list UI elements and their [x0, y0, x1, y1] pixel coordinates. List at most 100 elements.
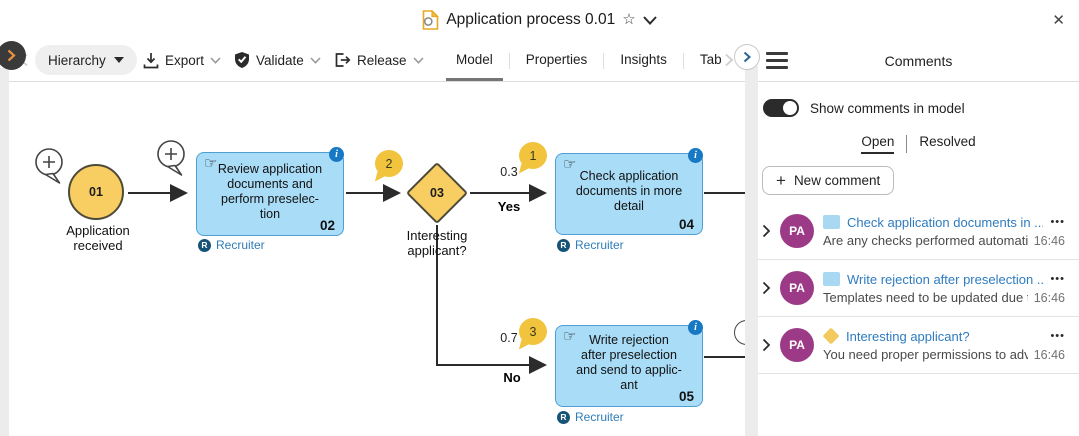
- role-badge-icon: R: [557, 238, 570, 252]
- task-02-review-application[interactable]: ☞ Review application documents and perfo…: [196, 147, 344, 236]
- gateway-label: Interesting applicant?: [406, 228, 468, 258]
- comment-preview: Templates need to be updated due to ...: [823, 289, 1028, 305]
- chevron-down-icon: [310, 56, 321, 64]
- chevron-down-icon: [412, 56, 424, 64]
- overflow-menu-icon[interactable]: •••: [1050, 330, 1065, 342]
- filter-tab-resolved[interactable]: Resolved: [919, 134, 976, 149]
- tab-clipped[interactable]: Tab: [699, 51, 722, 67]
- task-number: 02: [319, 218, 335, 233]
- comment-count-badge[interactable]: 2: [375, 150, 403, 177]
- edge-probability-yes: 0.3: [500, 165, 518, 179]
- tab-scroll-right-icon[interactable]: [724, 53, 734, 72]
- task-shape-icon: [823, 272, 840, 286]
- expand-chevron-icon[interactable]: [762, 224, 771, 238]
- filter-tab-open[interactable]: Open: [861, 134, 895, 154]
- title-chevron-down-icon[interactable]: [642, 15, 657, 25]
- expand-navigation-button[interactable]: [0, 41, 26, 70]
- tab-model[interactable]: Model: [446, 40, 503, 81]
- hierarchy-dropdown[interactable]: Hierarchy: [35, 45, 137, 75]
- manual-task-hand-icon: ☞: [204, 155, 218, 172]
- export-button[interactable]: Export: [143, 45, 221, 75]
- hierarchy-label: Hierarchy: [48, 52, 106, 68]
- left-collapsed-panel[interactable]: [0, 68, 9, 436]
- tab-separator: [603, 52, 605, 69]
- task-05-role: R Recruiter: [557, 410, 624, 424]
- edge-label-no: No: [503, 370, 521, 385]
- close-icon[interactable]: ✕: [1052, 12, 1065, 29]
- comment-timestamp: 16:46: [1033, 233, 1065, 248]
- task-number: 05: [678, 389, 694, 404]
- shield-check-icon: [234, 51, 250, 69]
- tab-insights[interactable]: Insights: [620, 51, 667, 67]
- comment-row[interactable]: PA Check application documents in ... ••…: [758, 203, 1079, 260]
- release-label: Release: [357, 52, 407, 68]
- edge-label-yes: Yes: [497, 199, 521, 214]
- comments-panel: Comments Show comments in model Open Res…: [758, 40, 1079, 436]
- tab-separator: [682, 52, 684, 69]
- comments-panel-title: Comments: [884, 52, 953, 69]
- title-bar: Application process 0.01 ☆ ✕: [0, 0, 1079, 40]
- info-icon[interactable]: i: [329, 147, 344, 162]
- start-event-number: 01: [89, 185, 103, 199]
- tab-properties[interactable]: Properties: [525, 51, 588, 67]
- add-comment-bubble-icon[interactable]: [32, 146, 68, 193]
- overflow-menu-icon[interactable]: •••: [1050, 273, 1065, 285]
- task-05-write-rejection[interactable]: ☞ Write rejection after preselection and…: [555, 320, 703, 407]
- add-comment-bubble-icon[interactable]: [154, 138, 190, 185]
- manual-task-hand-icon: ☞: [563, 156, 577, 173]
- export-label: Export: [165, 52, 205, 68]
- comments-header: Comments: [758, 40, 1079, 82]
- comment-preview: Are any checks performed automatical...: [823, 232, 1028, 248]
- comment-row[interactable]: PA Interesting applicant? ••• You need p…: [758, 317, 1079, 374]
- process-document-icon: [422, 10, 440, 30]
- filter-separator: [906, 135, 908, 153]
- release-arrow-icon: [334, 51, 351, 69]
- release-button[interactable]: Release: [334, 45, 424, 75]
- comment-row[interactable]: PA Write rejection after preselection ..…: [758, 260, 1079, 317]
- expand-chevron-icon[interactable]: [762, 281, 771, 295]
- avatar: PA: [780, 214, 814, 248]
- task-04-check-documents[interactable]: ☞ Check application documents in more de…: [555, 148, 703, 235]
- expand-chevron-icon[interactable]: [762, 338, 771, 352]
- info-icon[interactable]: i: [688, 320, 703, 335]
- new-comment-button[interactable]: + New comment: [762, 166, 895, 195]
- role-badge-icon: R: [198, 238, 211, 252]
- comment-timestamp: 16:46: [1033, 347, 1065, 362]
- plus-icon: +: [776, 171, 786, 190]
- favorite-star-icon[interactable]: ☆: [622, 11, 636, 28]
- role-badge-icon: R: [557, 410, 570, 424]
- validate-button[interactable]: Validate: [234, 45, 321, 75]
- show-comments-toggle-row: Show comments in model: [763, 99, 1079, 117]
- info-icon[interactable]: i: [688, 148, 703, 163]
- start-event-01[interactable]: 01: [68, 164, 124, 220]
- page-title: Application process 0.01: [446, 11, 616, 28]
- manual-task-hand-icon: ☞: [563, 328, 577, 345]
- comment-preview: You need proper permissions to advan...: [823, 346, 1028, 362]
- comment-title[interactable]: Interesting applicant?: [846, 328, 970, 344]
- chevron-down-icon: [210, 56, 221, 64]
- comment-title[interactable]: Check application documents in ...: [847, 214, 1044, 230]
- comment-timestamp: 16:46: [1033, 290, 1065, 305]
- title-group: Application process 0.01 ☆: [0, 0, 1079, 40]
- avatar: PA: [780, 271, 814, 305]
- task-02-role: R Recruiter: [198, 238, 265, 252]
- comment-filter-tabs: Open Resolved: [758, 134, 1079, 154]
- comment-title[interactable]: Write rejection after preselection ...: [847, 271, 1044, 287]
- download-icon: [143, 52, 159, 69]
- panel-divider[interactable]: [745, 66, 758, 436]
- caret-down-icon: [113, 57, 124, 63]
- menu-hamburger-icon[interactable]: [766, 52, 788, 69]
- show-comments-toggle[interactable]: [763, 99, 799, 117]
- collapse-comments-panel-button[interactable]: [734, 44, 760, 70]
- comment-count-badge[interactable]: 1: [519, 142, 547, 169]
- gateway-number: 03: [430, 186, 444, 200]
- comment-count-badge[interactable]: 3: [519, 318, 547, 345]
- overflow-menu-icon[interactable]: •••: [1050, 216, 1065, 228]
- gateway-shape-icon: [822, 327, 840, 345]
- toolbar: Hierarchy Export Validate: [0, 40, 745, 82]
- task-number: 04: [678, 217, 694, 232]
- start-event-label: Application received: [66, 223, 130, 253]
- tab-separator: [508, 52, 510, 69]
- avatar: PA: [780, 328, 814, 362]
